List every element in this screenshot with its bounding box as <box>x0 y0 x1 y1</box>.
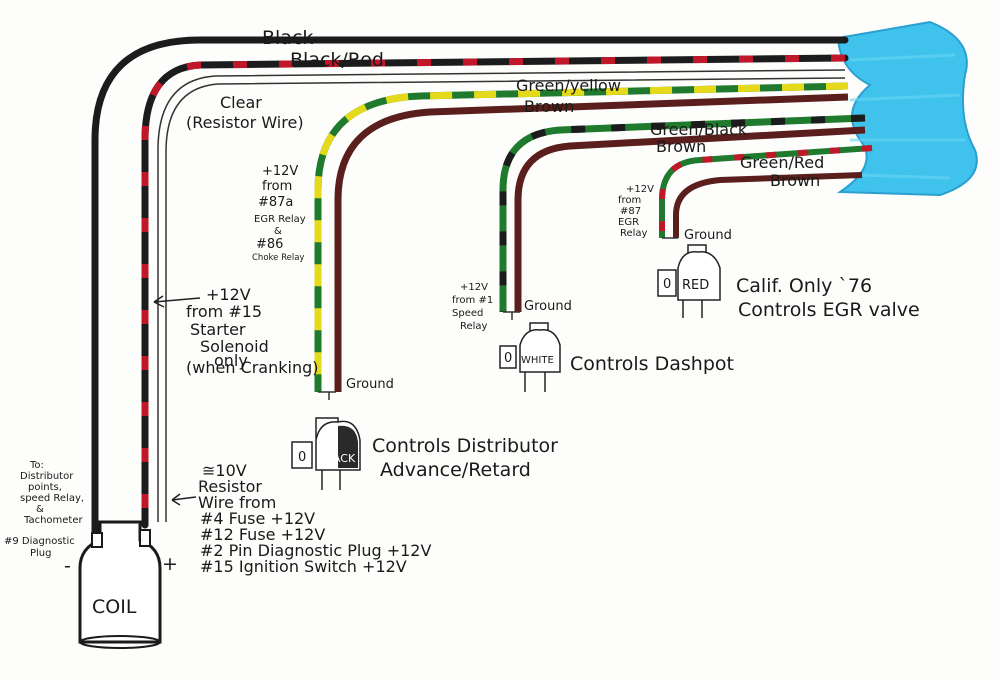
ignition-coil <box>78 520 162 649</box>
wire-black-red <box>141 54 849 529</box>
svg-text:Distributor: Distributor <box>20 471 74 482</box>
coil-label: COIL <box>92 596 137 618</box>
svg-text:EGR Relay: EGR Relay <box>254 214 306 225</box>
valve-white-port: 0 <box>504 351 512 366</box>
wire-black <box>91 36 849 544</box>
label-clear-sub: (Resistor Wire) <box>186 113 304 132</box>
svg-text:from: from <box>262 179 292 194</box>
label-green-black: Green/Black <box>650 120 748 139</box>
label-black-red: Black/Red <box>290 49 384 71</box>
arrow-starter <box>153 295 201 308</box>
svg-text:only: only <box>214 351 248 370</box>
label-green-yellow: Green/yellow <box>516 76 621 95</box>
wire-green-yellow <box>314 82 849 392</box>
valve-red-desc-2: Controls EGR valve <box>738 299 920 321</box>
svg-text:#87: #87 <box>620 206 641 217</box>
svg-text:To:: To: <box>29 460 44 471</box>
svg-text:Solenoid: Solenoid <box>200 337 269 356</box>
svg-text:Plug: Plug <box>30 548 52 559</box>
wire-brown-1 <box>334 93 849 392</box>
svg-text:#9 Diagnostic: #9 Diagnostic <box>4 536 75 547</box>
svg-text:Choke Relay: Choke Relay <box>252 253 304 263</box>
valve-black-desc-1: Controls Distributor <box>372 435 558 457</box>
svg-text:Relay: Relay <box>620 228 648 239</box>
valve-black-port: 0 <box>298 450 306 465</box>
coil-plus: + <box>162 553 178 575</box>
valve-black-desc-2: Advance/Retard <box>380 459 531 481</box>
svg-text:from #1: from #1 <box>452 295 493 306</box>
valve-red-label: RED <box>682 278 709 293</box>
valve-red-desc-1: Calif. Only `76 <box>736 275 872 297</box>
harness-connector <box>836 20 978 197</box>
note-resistor: ≅10V Resistor Wire from #4 Fuse +12V #12… <box>198 461 431 576</box>
svg-text:&: & <box>274 226 282 237</box>
valve-red-port: 0 <box>663 277 671 292</box>
svg-text:speed Relay,: speed Relay, <box>20 493 84 504</box>
svg-text:Resistor: Resistor <box>198 477 262 496</box>
svg-text:#15 Ignition Switch +12V: #15 Ignition Switch +12V <box>200 557 407 576</box>
wire-brown-3 <box>673 172 863 238</box>
svg-text:#12 Fuse +12V: #12 Fuse +12V <box>200 525 325 544</box>
label-clear: Clear <box>220 93 262 112</box>
ground-label-2: Ground <box>524 299 572 314</box>
svg-text:(when Cranking): (when Cranking) <box>186 358 318 377</box>
label-brown-3: Brown <box>770 171 820 190</box>
solenoid-valve-black <box>291 417 361 490</box>
note-to-points: To: Distributor points, speed Relay, & T… <box>4 460 84 559</box>
svg-text:#2 Pin Diagnostic Plug +12V: #2 Pin Diagnostic Plug +12V <box>200 541 431 560</box>
note-relay-87: +12V from #87 EGR Relay <box>618 184 654 239</box>
svg-text:&: & <box>36 504 44 515</box>
svg-text:points,: points, <box>28 482 62 493</box>
valve-white-label: WHITE <box>521 355 554 366</box>
arrow-resistor <box>171 493 197 506</box>
note-relay-87a: +12V from #87a EGR Relay & #86 Choke Rel… <box>252 164 306 263</box>
svg-text:Speed: Speed <box>452 308 483 319</box>
wire-brown-2 <box>514 126 866 312</box>
svg-text:Starter: Starter <box>190 320 246 339</box>
svg-text:+12V: +12V <box>262 164 298 179</box>
svg-text:+12V: +12V <box>206 285 251 304</box>
svg-text:+12V: +12V <box>460 282 488 293</box>
svg-text:#87a: #87a <box>258 195 293 210</box>
svg-text:#4 Fuse +12V: #4 Fuse +12V <box>200 509 315 528</box>
svg-text:from: from <box>618 195 641 206</box>
note-starter: +12V from #15 Starter Solenoid only (whe… <box>186 285 318 377</box>
svg-text:#86: #86 <box>256 237 283 252</box>
svg-text:Relay: Relay <box>460 321 488 332</box>
label-brown-1: Brown <box>524 97 574 116</box>
wire-green-black <box>499 114 866 312</box>
solenoid-valve-red <box>657 244 721 318</box>
wire-clear <box>157 69 846 522</box>
svg-text:+12V: +12V <box>626 184 654 195</box>
label-black: Black <box>262 27 313 49</box>
wire-green-red <box>659 145 873 238</box>
svg-text:Wire from: Wire from <box>198 493 276 512</box>
note-relay-1: +12V from #1 Speed Relay <box>452 282 493 332</box>
solenoid-valve-white <box>499 322 561 392</box>
svg-text:≅10V: ≅10V <box>202 461 247 480</box>
svg-text:Tachometer: Tachometer <box>23 515 84 526</box>
svg-text:EGR: EGR <box>618 217 639 228</box>
label-green-red: Green/Red <box>740 153 824 172</box>
valve-black-label: BLACK <box>319 452 356 465</box>
ground-label-3: Ground <box>684 228 732 243</box>
svg-text:from #15: from #15 <box>186 302 262 321</box>
label-brown-2: Brown <box>656 137 706 156</box>
coil-minus: - <box>64 555 71 577</box>
valve-white-desc-1: Controls Dashpot <box>570 353 734 375</box>
ground-label-1: Ground <box>346 377 394 392</box>
